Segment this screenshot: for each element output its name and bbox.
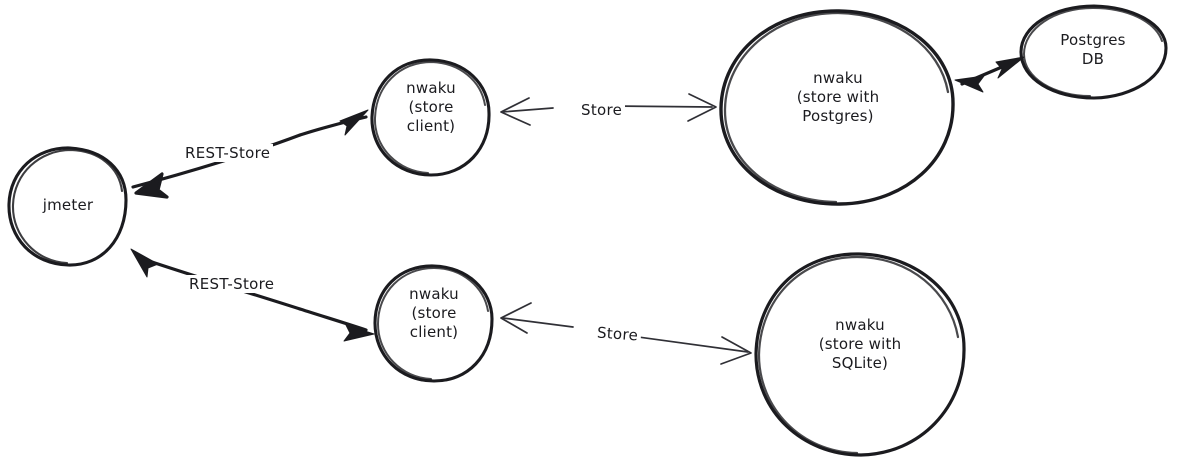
edge-label-rest-store-top: REST-Store	[182, 144, 274, 162]
edge-label-store-bottom: Store	[593, 323, 642, 345]
edge-client-bottom-to-sqlite-node[interactable]	[500, 302, 752, 365]
node-shape-jmeter[interactable]	[7, 146, 128, 267]
node-shape-nwaku-store-client-bottom[interactable]	[373, 264, 494, 383]
edge-label-rest-store-bottom: REST-Store	[186, 275, 278, 293]
edge-postgres-node-to-postgres-db[interactable]	[954, 56, 1025, 93]
node-shape-nwaku-store-sqlite[interactable]	[754, 252, 966, 457]
edge-client-top-to-postgres-node[interactable]	[500, 93, 717, 126]
node-shape-postgres-db[interactable]	[1019, 4, 1168, 100]
node-shape-nwaku-store-client-top[interactable]	[370, 58, 491, 177]
node-shape-nwaku-store-postgres[interactable]	[719, 9, 955, 206]
edge-label-store-top: Store	[578, 101, 626, 119]
edge-jmeter-to-client-bottom[interactable]	[130, 248, 375, 342]
